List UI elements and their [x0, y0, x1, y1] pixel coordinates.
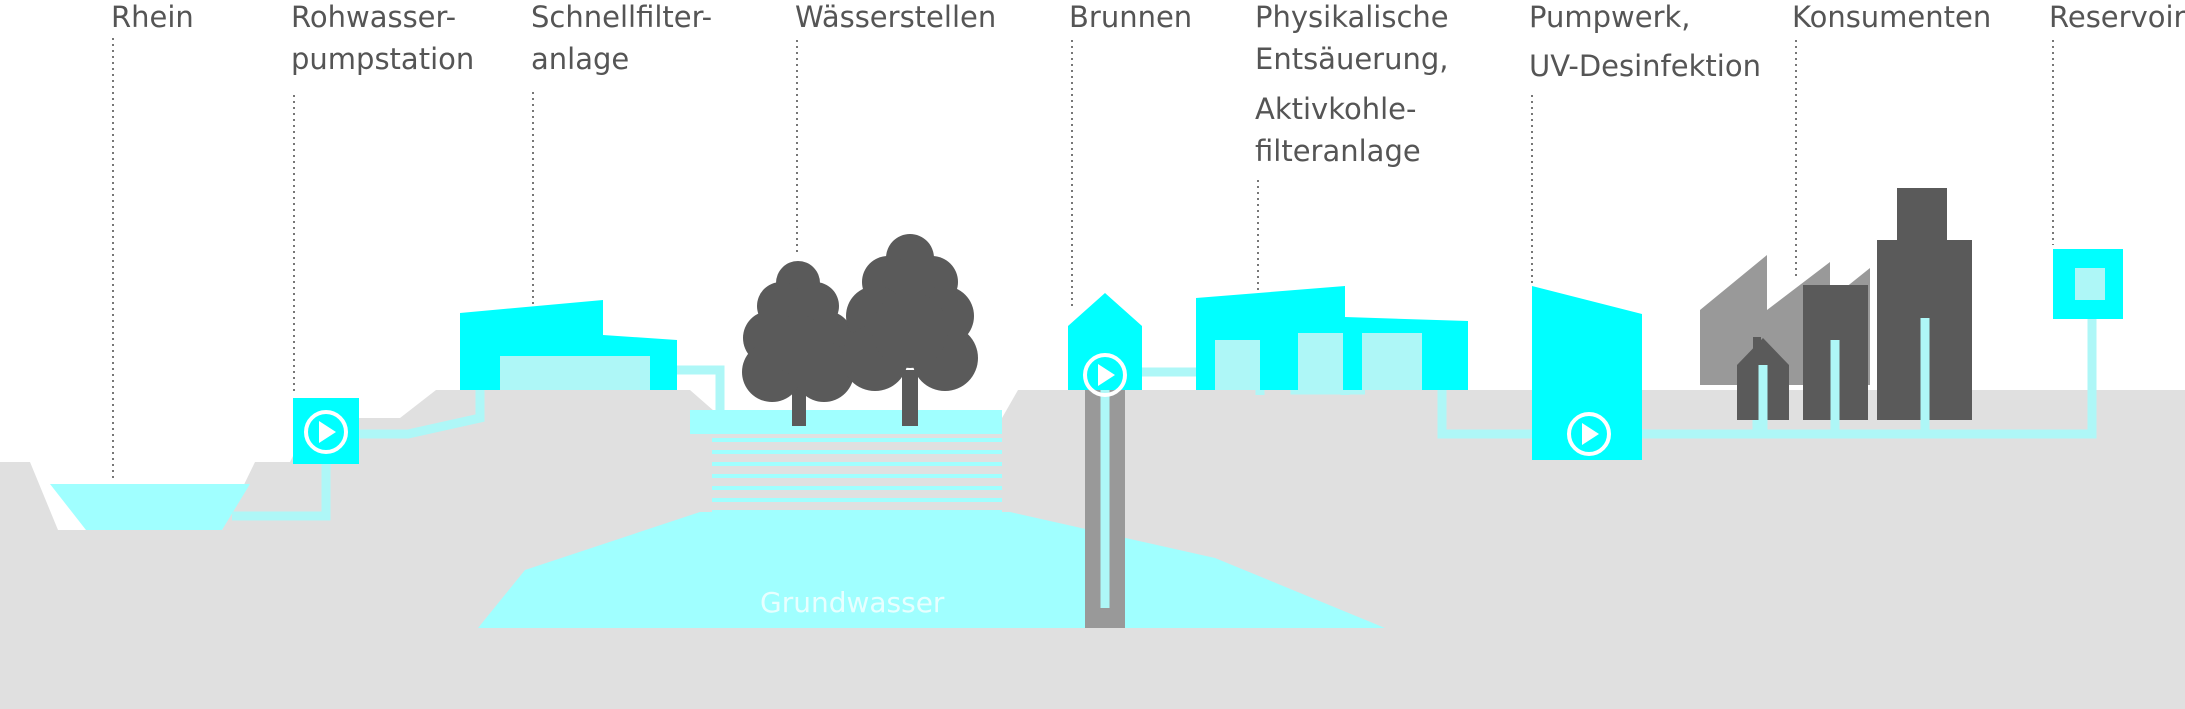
consumer-buildings [1803, 188, 1972, 420]
raw-water-pump-station [293, 398, 359, 464]
label-physikalische-1: Physikalische [1255, 0, 1449, 34]
label-physikalische-4: filteranlage [1255, 134, 1421, 168]
station-labels: Rhein Rohwasser- pumpstation Schnellfilt… [111, 0, 2185, 168]
rapid-filter-plant [460, 300, 677, 390]
label-reservoir: Reservoir [2049, 0, 2185, 34]
label-pumpwerk-2: UV-Desinfektion [1529, 49, 1761, 83]
groundwater-label: Grundwasser [760, 586, 945, 619]
label-rohwasser-1: Rohwasser- [291, 0, 456, 34]
reservoir-tank [2053, 249, 2123, 319]
play-circle-icon [1083, 353, 1127, 397]
groundwater-body [478, 512, 1385, 628]
label-konsumenten: Konsumenten [1792, 0, 1991, 34]
label-schnellfilter-1: Schnellfilter- [531, 0, 712, 34]
tree-icon [742, 261, 854, 426]
label-rhein: Rhein [111, 0, 194, 34]
infiltration-ponds [690, 410, 1002, 514]
label-pumpwerk-1: Pumpwerk, [1529, 0, 1691, 34]
leader-lines [112, 38, 2054, 478]
label-physikalische-3: Aktivkohle- [1255, 92, 1416, 126]
play-circle-icon [304, 410, 348, 454]
rhine-river [50, 484, 250, 530]
well-house [1068, 293, 1142, 397]
label-physikalische-2: Entsäuerung, [1255, 42, 1448, 76]
label-waesserstellen: Wässerstellen [795, 0, 996, 34]
play-circle-icon [1567, 412, 1611, 456]
tree-icon [842, 234, 978, 426]
consumer-pipes [1758, 318, 1930, 434]
label-brunnen: Brunnen [1069, 0, 1192, 34]
label-schnellfilter-2: anlage [531, 42, 629, 76]
label-rohwasser-2: pumpstation [291, 42, 474, 76]
deacidification-plant [1196, 286, 1468, 390]
pumping-station-uv [1532, 286, 1642, 460]
